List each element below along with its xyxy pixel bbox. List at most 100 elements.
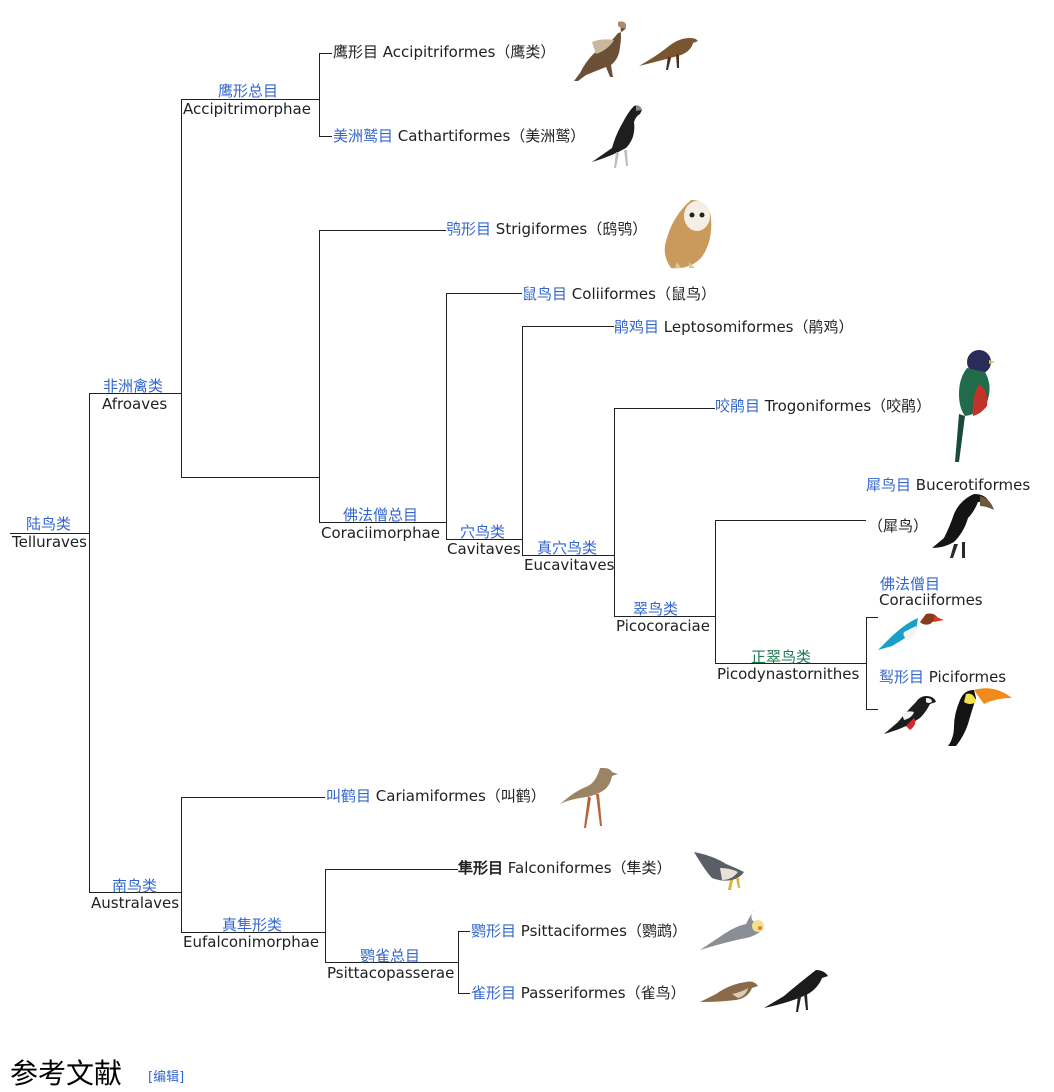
order-trogoniformes-common: （咬鹃）	[871, 397, 932, 415]
crow-icon	[764, 970, 828, 1012]
branch-eucavitaves	[522, 326, 614, 556]
order-strigiformes-la: Strigiformes	[495, 220, 588, 238]
kingfisher-icon	[878, 613, 944, 650]
order-psittaciformes: 鹦形目 Psittaciformes（鹦鹉）	[471, 922, 687, 940]
order-psittaciformes-cn[interactable]: 鹦形目	[471, 922, 517, 940]
node-eufalconimorphae-cn[interactable]: 真隼形类	[222, 916, 283, 934]
order-leptosomiformes-common: （鹃鸡）	[793, 318, 854, 336]
order-strigiformes-common: （鸱鸮）	[587, 220, 648, 238]
node-telluraves-la: Telluraves	[12, 533, 87, 551]
order-falconiformes-la: Falconiformes	[507, 859, 612, 877]
branch-psittacopasserae	[458, 931, 470, 994]
order-trogoniformes-la: Trogoniformes	[764, 397, 872, 415]
order-strigiformes-cn[interactable]: 鸮形目	[446, 220, 492, 238]
order-cariamiformes-common: （叫鹤）	[485, 787, 546, 805]
node-accipitrimorphae-la: Accipitrimorphae	[183, 100, 311, 118]
order-piciformes-cn[interactable]: 䴕形目	[879, 668, 925, 686]
order-bucerotiformes-common: （犀鸟）	[868, 517, 929, 535]
order-falconiformes: 隼形目 Falconiformes（隼类）	[458, 859, 672, 877]
order-bucerotiformes-la: Bucerotiformes	[915, 476, 1031, 494]
node-afroaves-cn[interactable]: 非洲禽类	[103, 377, 164, 395]
order-psittaciformes-common: （鹦鹉）	[626, 922, 687, 940]
node-cavitaves-cn[interactable]: 穴鸟类	[460, 523, 506, 541]
order-passeriformes-cn[interactable]: 雀形目	[471, 984, 517, 1002]
order-coraciiformes-la: Coraciiformes	[879, 591, 983, 609]
order-coliiformes: 鼠鸟目 Coliiformes（鼠鸟）	[522, 285, 716, 303]
order-piciformes-la: Piciformes	[928, 668, 1007, 686]
edit-link[interactable]: [编辑]	[148, 1070, 185, 1085]
order-accipitriformes: 鹰形目 Accipitriformes（鹰类）	[333, 43, 555, 61]
node-eucavitaves-cn[interactable]: 真穴鸟类	[537, 539, 598, 557]
references-heading: 参考文献	[10, 1057, 123, 1090]
order-leptosomiformes-cn[interactable]: 鹃鸡目	[614, 318, 660, 336]
barn-owl-icon	[664, 200, 712, 269]
node-cavitaves-la: Cavitaves	[447, 540, 521, 558]
node-eufalconimorphae-la: Eufalconimorphae	[183, 933, 320, 951]
order-accipitriformes-la: Accipitriformes	[382, 43, 496, 61]
order-cathartiformes: 美洲鹫目 Cathartiformes（美洲鹫）	[333, 127, 585, 145]
node-picocoraciae-la: Picocoraciae	[616, 617, 710, 635]
order-passeriformes: 雀形目 Passeriformes（雀鸟）	[471, 984, 686, 1002]
black-vulture-icon	[592, 105, 642, 168]
node-psittacopasserae-cn[interactable]: 鹦雀总目	[360, 947, 421, 965]
order-psittaciformes-la: Psittaciformes	[520, 922, 627, 940]
node-picodynastornithes-cn[interactable]: 正翠鸟类	[751, 648, 812, 666]
cockatiel-icon	[700, 910, 764, 950]
node-australaves-la: Australaves	[91, 894, 180, 912]
order-coliiformes-cn[interactable]: 鼠鸟目	[522, 285, 568, 303]
branch-picocoraciae	[614, 408, 715, 617]
order-cathartiformes-cn[interactable]: 美洲鹫目	[333, 127, 394, 145]
node-telluraves-cn[interactable]: 陆鸟类	[26, 515, 72, 533]
node-accipitrimorphae-cn[interactable]: 鹰形总目	[218, 82, 279, 100]
vulture-icon	[574, 21, 626, 81]
node-eucavitaves-la: Eucavitaves	[524, 556, 615, 574]
order-trogoniformes-cn[interactable]: 咬鹃目	[715, 397, 761, 415]
branch-cavitaves	[446, 293, 522, 540]
order-coliiformes-common: （鼠鸟）	[655, 285, 716, 303]
order-cariamiformes: 叫鹤目 Cariamiformes（叫鹤）	[326, 787, 546, 805]
branch-accipitrimorphae	[319, 53, 332, 137]
node-picocoraciae-cn[interactable]: 翠鸟类	[633, 600, 679, 618]
order-cathartiformes-common: （美洲鹫）	[510, 127, 586, 145]
trogon-icon	[955, 350, 995, 462]
order-bucerotiformes-cn[interactable]: 犀鸟目	[866, 476, 912, 494]
order-coraciiformes-cn[interactable]: 佛法僧目	[880, 575, 941, 593]
hornbill-icon	[932, 494, 994, 558]
order-piciformes: 䴕形目 Piciformes	[879, 668, 1006, 686]
branch-coraciiformes-piciformes	[866, 617, 878, 710]
branch-afroaves	[181, 99, 319, 478]
order-falconiformes-cn: 隼形目	[458, 859, 504, 877]
order-cathartiformes-la: Cathartiformes	[397, 127, 511, 145]
node-coraciimorphae-la: Coraciimorphae	[321, 524, 440, 542]
node-afroaves-la: Afroaves	[102, 395, 168, 413]
order-bucerotiformes: 犀鸟目 Bucerotiformes	[866, 476, 1030, 494]
order-leptosomiformes-la: Leptosomiformes	[663, 318, 794, 336]
order-cariamiformes-cn[interactable]: 叫鹤目	[326, 787, 372, 805]
node-coraciimorphae-cn[interactable]: 佛法僧总目	[343, 506, 419, 524]
order-cariamiformes-la: Cariamiformes	[375, 787, 486, 805]
order-trogoniformes: 咬鹃目 Trogoniformes（咬鹃）	[715, 397, 931, 415]
order-falconiformes-common: （隼类）	[611, 859, 672, 877]
falcon-icon	[694, 852, 744, 890]
branch-australaves	[181, 797, 325, 933]
branch-picodynastornithes	[715, 520, 866, 664]
order-strigiformes: 鸮形目 Strigiformes（鸱鸮）	[446, 220, 647, 238]
seriema-icon	[560, 768, 618, 828]
order-accipitriformes-cn: 鹰形目	[333, 43, 379, 61]
node-picodynastornithes-la: Picodynastornithes	[717, 665, 860, 683]
sparrow-icon	[700, 981, 758, 1002]
order-passeriformes-la: Passeriformes	[520, 984, 626, 1002]
toucan-icon	[948, 688, 1012, 746]
node-psittacopasserae-la: Psittacopasserae	[327, 964, 455, 982]
node-australaves-cn[interactable]: 南鸟类	[112, 877, 158, 895]
branch-coraciimorphae	[319, 230, 446, 523]
eagle-icon	[639, 38, 698, 70]
branch-telluraves	[10, 393, 181, 893]
order-leptosomiformes: 鹃鸡目 Leptosomiformes（鹃鸡）	[614, 318, 854, 336]
order-accipitriformes-common: （鹰类）	[495, 43, 556, 61]
order-passeriformes-common: （雀鸟）	[625, 984, 686, 1002]
branch-eufalconimorphae	[325, 869, 458, 963]
order-coliiformes-la: Coliiformes	[571, 285, 656, 303]
woodpecker-icon	[884, 696, 936, 734]
